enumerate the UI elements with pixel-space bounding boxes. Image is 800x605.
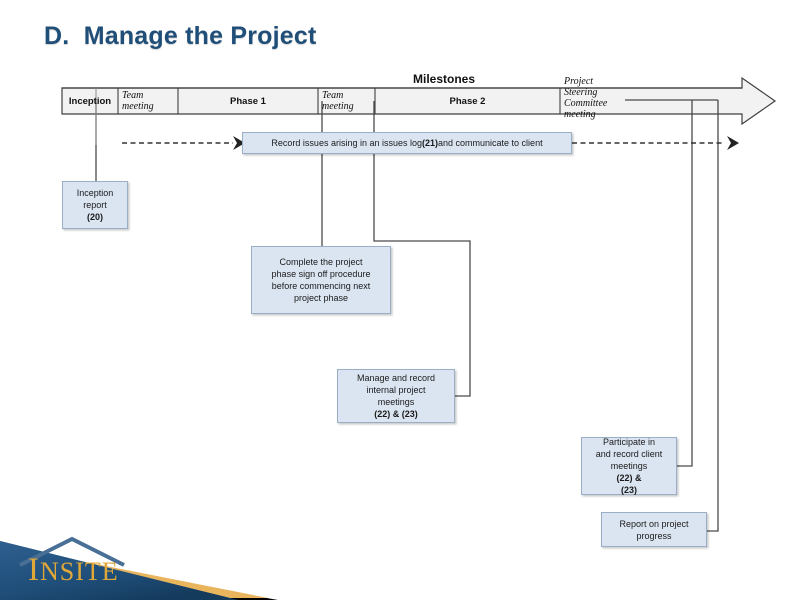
callout-progress-report-text: Report on project progress — [619, 518, 689, 541]
logo-banner — [0, 455, 280, 600]
page-title: D. Manage the Project — [44, 22, 317, 50]
logo-wordmark-rest: NSITE — [40, 557, 119, 586]
callout-issues-log-pre: Record issues arising in an issues log — [271, 138, 422, 148]
bar-section-team-meeting-1: Team meeting — [122, 90, 154, 112]
callout-client-meetings[interactable]: Participate in and record client meeting… — [581, 437, 677, 495]
milestone-arrow-bar — [61, 76, 777, 126]
callout-inception-report[interactable]: Inception report (20) — [62, 181, 128, 229]
connector-lines — [95, 99, 719, 532]
bar-section-psc-meeting: Project Steering Committee meeting — [564, 76, 608, 120]
callout-issues-log-ref: (21) — [422, 138, 439, 148]
callout-issues-log-post: and communicate to client — [438, 138, 543, 148]
logo-banner-shapes — [0, 536, 280, 600]
callout-internal-meetings-pre: Manage and record internal project meeti… — [356, 373, 436, 407]
dashed-arrow-heads — [233, 136, 739, 150]
callout-phase-signoff-text: Complete the project phase sign off proc… — [271, 257, 371, 303]
callout-progress-report[interactable]: Report on project progress — [601, 512, 707, 547]
logo-wordmark: INSITE — [28, 552, 119, 589]
bar-section-phase-1: Phase 1 — [230, 96, 266, 107]
callout-issues-log[interactable]: Record issues arising in an issues log (… — [242, 132, 572, 154]
callout-inception-report-pre: Inception report — [76, 188, 114, 210]
callout-phase-signoff[interactable]: Complete the project phase sign off proc… — [251, 246, 391, 314]
callout-internal-meetings[interactable]: Manage and record internal project meeti… — [337, 369, 455, 423]
callout-client-meetings-pre: Participate in and record client meeting… — [595, 437, 663, 471]
callout-inception-report-ref: (20) — [86, 212, 103, 222]
callout-client-meetings-ref: (22) & (23) — [616, 473, 642, 495]
callout-internal-meetings-ref: (22) & (23) — [374, 409, 418, 419]
bar-section-phase-2: Phase 2 — [449, 96, 486, 107]
logo-wordmark-cap: I — [28, 552, 40, 588]
bar-section-team-meeting-2: Team meeting — [322, 90, 354, 112]
milestones-heading: Milestones — [413, 72, 476, 86]
bar-section-inception: Inception — [68, 96, 112, 107]
